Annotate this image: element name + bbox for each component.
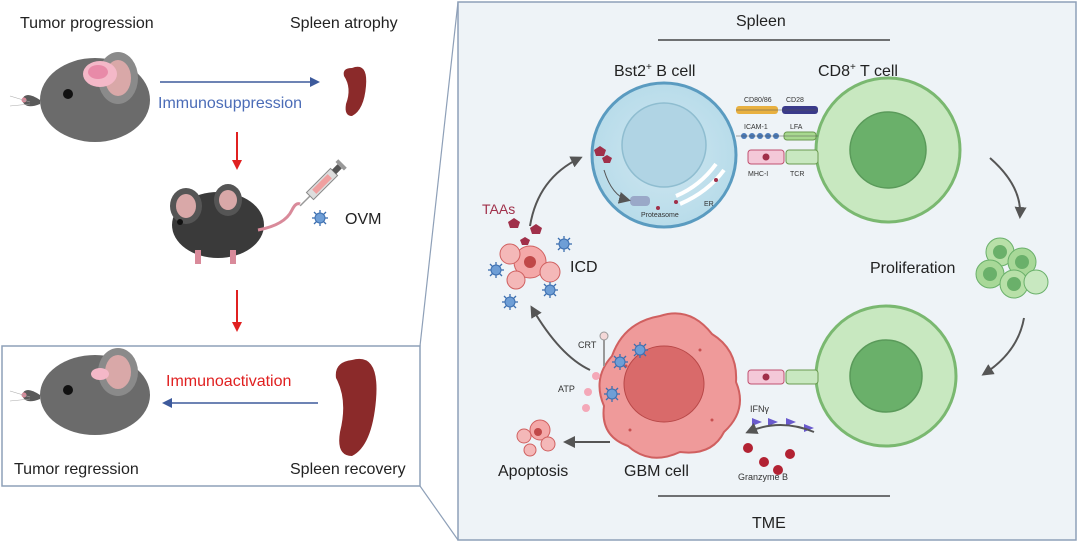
spleen-recovered-icon	[335, 358, 377, 456]
virus-icon	[311, 209, 329, 227]
spleen-label: Spleen	[736, 13, 786, 30]
er-label: ER	[704, 201, 714, 208]
zoom-connector-bottom	[419, 485, 459, 541]
tumor-progression-label: Tumor progression	[20, 15, 154, 32]
atp-label: ATP	[558, 384, 575, 394]
immunoactivation-label: Immunoactivation	[166, 373, 291, 390]
t-cell-label: CD8+ T cell	[818, 62, 898, 80]
processing-arrow	[603, 169, 631, 204]
apoptosis-label: Apoptosis	[498, 463, 568, 480]
mouse-body-icon	[170, 184, 301, 264]
granzyme-icon	[743, 443, 795, 475]
t-cell-icon	[814, 76, 962, 224]
cytotoxic-arrow	[745, 422, 815, 434]
ovm-label: OVM	[345, 211, 381, 228]
antigen-fragments	[594, 146, 718, 210]
ifng-label: IFNγ	[750, 404, 769, 414]
virus-icon-4	[603, 385, 621, 403]
tme-label: TME	[752, 515, 786, 532]
cd80-86-label: CD80/86	[744, 97, 772, 104]
crt-icon	[599, 331, 609, 366]
immunosuppression-label: Immunosuppression	[158, 95, 302, 112]
tcr-label: TCR	[790, 171, 804, 178]
icam-1-label: ICAM-1	[744, 124, 768, 131]
mhc-1-label: MHC-I	[748, 171, 768, 178]
b-cell-label: Bst2+ B cell	[614, 62, 695, 80]
mhc-tcr-tme	[747, 369, 819, 385]
gbm-cell-label: GBM cell	[624, 463, 689, 480]
spleen-atrophy-label: Spleen atrophy	[290, 15, 398, 32]
to-icd-arrow	[530, 305, 591, 371]
icd-icon	[499, 243, 561, 290]
virus-icon-7	[501, 293, 519, 311]
virus-icon-6	[555, 235, 573, 253]
virus-icon-5	[487, 261, 505, 279]
virus-icon-8	[541, 281, 559, 299]
taas-label: TAAs	[482, 201, 515, 217]
spleen-recovery-label: Spleen recovery	[290, 461, 406, 478]
apoptosis-icon	[516, 419, 556, 457]
from-proliferation-arrow	[981, 317, 1025, 376]
t-cell-tme-icon	[814, 304, 958, 448]
lfa-label: LFA	[790, 124, 803, 131]
receptor-pairs	[736, 106, 819, 165]
tumor-regression-label: Tumor regression	[14, 461, 139, 478]
cd28-label: CD28	[786, 97, 804, 104]
spleen-icon	[343, 66, 367, 116]
virus-icon-3	[611, 353, 629, 371]
icd-label: ICD	[570, 259, 598, 276]
mouse-head-icon-2	[9, 348, 150, 435]
syringe-icon	[299, 159, 347, 207]
granzyme-b-label: Granzyme B	[738, 472, 788, 482]
atp-icon	[582, 372, 600, 412]
virus-icon-2	[631, 341, 649, 359]
cell-cluster-icon	[975, 237, 1049, 299]
taas-icon	[508, 218, 542, 245]
b-cell-icon	[590, 81, 738, 229]
proteasome-label: Proteasome	[641, 212, 679, 219]
tme-spleen-panel	[457, 1, 1077, 541]
to-proliferation-arrow	[989, 157, 1027, 219]
proliferation-label: Proliferation	[870, 260, 955, 277]
mouse-head-icon	[9, 52, 150, 142]
zoom-connector-top	[419, 1, 459, 347]
to-b-cell-arrow	[529, 156, 583, 227]
crt-label: CRT	[578, 340, 597, 350]
